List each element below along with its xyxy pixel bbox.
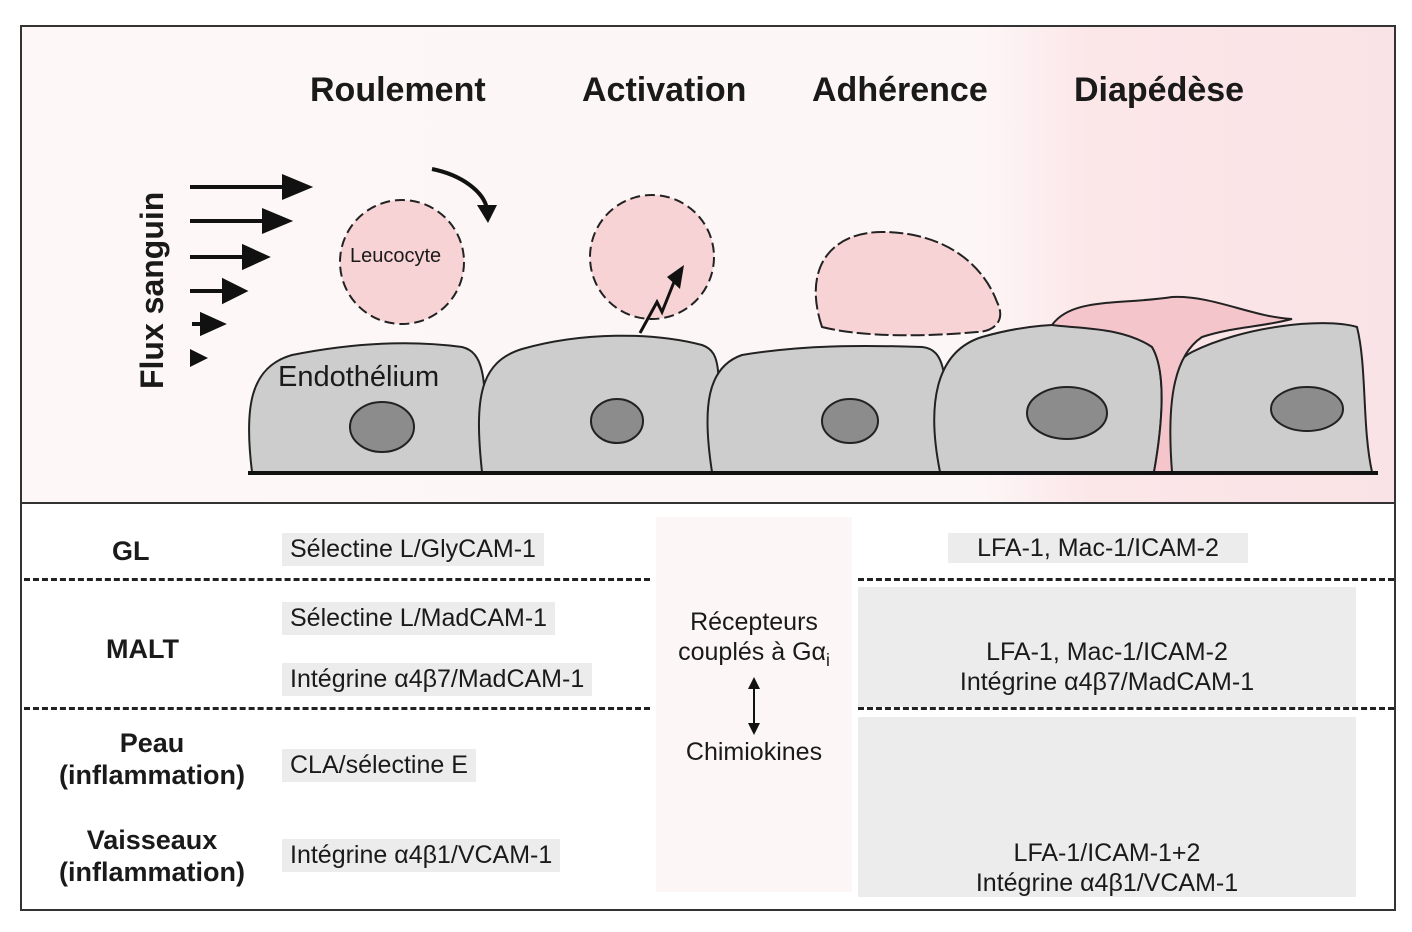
row-separator — [858, 578, 1394, 581]
blood-flow-label: Flux sanguin — [134, 191, 170, 389]
adhesion-line: LFA-1/ICAM-1+2 — [1013, 839, 1201, 867]
adhesion-box-malt — [858, 587, 1356, 707]
leucocytes — [339, 194, 1002, 337]
figure-frame: Roulement Activation Adhérence Diapédèse… — [20, 25, 1396, 911]
row-separator — [24, 707, 650, 710]
activation-signal-icon — [638, 281, 676, 334]
activation-subscript: i — [825, 650, 830, 670]
adhesion-malt: LFA-1, Mac-1/ICAM-2 Intégrine α4β7/MadCA… — [858, 637, 1356, 697]
site-gl: GL — [112, 536, 150, 566]
stage-activation: Activation — [582, 71, 747, 109]
blood-flow-arrows — [190, 174, 314, 367]
diagram-panel: Roulement Activation Adhérence Diapédèse… — [22, 27, 1394, 502]
site-malt: MALT — [106, 634, 179, 664]
adhesion-box-inflammation — [858, 717, 1356, 897]
double-arrow-icon — [748, 677, 760, 735]
stage-rolling: Roulement — [310, 71, 486, 109]
site-vessels: Vaisseaux (inflammation) — [32, 824, 272, 888]
adhesion-gl: LFA-1, Mac-1/ICAM-2 — [948, 533, 1248, 563]
rolling-pair: Intégrine α4β1/VCAM-1 — [282, 839, 561, 872]
rolling-pair: Intégrine α4β7/MadCAM-1 — [282, 663, 593, 696]
leucocyte-label: Leucocyte — [350, 245, 442, 267]
rolling-pair: Sélectine L/GlyCAM-1 — [282, 533, 544, 566]
site-skin: Peau (inflammation) — [32, 727, 272, 791]
leukocyte-migration-illustration — [190, 167, 1378, 475]
row-separator — [858, 707, 1394, 710]
stage-diapedesis: Diapédèse — [1074, 71, 1245, 109]
panel-divider — [22, 502, 1394, 504]
adhesion-line: Intégrine α4β1/VCAM-1 — [975, 869, 1239, 897]
activation-line-chemokines: Chimiokines — [685, 738, 823, 766]
endothelium-label: Endothélium — [278, 361, 440, 393]
adhesion-inflammation: LFA-1/ICAM-1+2 Intégrine α4β1/VCAM-1 — [858, 838, 1356, 898]
stage-adhesion: Adhérence — [812, 71, 988, 109]
activation-line-coupled: couplés à Gαi — [656, 637, 852, 675]
rolling-pair: Sélectine L/MadCAM-1 — [282, 602, 556, 635]
row-separator — [24, 578, 650, 581]
rolling-arrow-icon — [431, 167, 489, 210]
site-skin-sub: (inflammation) — [59, 760, 245, 790]
adhesion-line: Intégrine α4β7/MadCAM-1 — [959, 668, 1255, 696]
activation-text: Récepteurs couplés à Gαi Chimiokines — [656, 607, 852, 767]
endothelium-cells — [247, 322, 1374, 473]
rolling-pair: CLA/sélectine E — [282, 749, 476, 782]
activation-line-receptors: Récepteurs — [690, 608, 818, 636]
adhesion-line: LFA-1, Mac-1/ICAM-2 — [977, 534, 1219, 562]
site-vessels-name: Vaisseaux — [86, 825, 218, 855]
activation-coupled-text: couplés à Gα — [678, 638, 826, 666]
site-vessels-sub: (inflammation) — [59, 857, 245, 887]
transmigrating-leucocyte — [1050, 295, 1293, 473]
nuclei — [349, 386, 1344, 453]
site-skin-name: Peau — [119, 728, 185, 758]
adhesion-line: LFA-1, Mac-1/ICAM-2 — [986, 638, 1228, 666]
